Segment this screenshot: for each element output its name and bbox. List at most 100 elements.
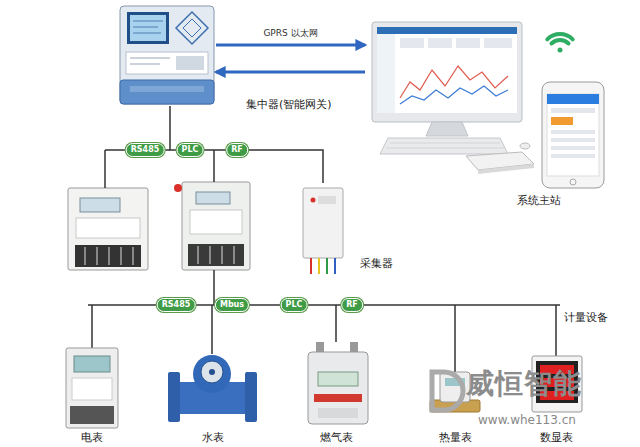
- concentrator-device: [120, 80, 214, 104]
- collector-module: [311, 198, 316, 203]
- collector-module: [318, 196, 336, 204]
- watermark-logo: [432, 372, 463, 410]
- collector-module: [334, 258, 336, 274]
- meter-node: 电表: [62, 345, 122, 431]
- bus-type-badge: RF: [341, 298, 363, 312]
- bus-wire: [335, 305, 337, 342]
- gas-meter: [318, 408, 358, 418]
- bus-wire: [104, 150, 106, 188]
- electric-meter: [74, 356, 110, 372]
- water-meter: [201, 361, 223, 383]
- concentrator-device: [130, 64, 160, 65]
- concentrator-device: [130, 86, 204, 92]
- phone-illustration: [551, 154, 595, 158]
- computer-illustration: [428, 38, 452, 48]
- collector-meter: [75, 245, 141, 267]
- collector-meter: [133, 247, 134, 265]
- phone-illustration: [547, 94, 599, 176]
- electric-meter: [66, 348, 118, 428]
- bus-type-badge: RS485: [126, 143, 165, 157]
- collector-meter: [196, 192, 230, 204]
- computer-illustration: [456, 38, 480, 48]
- computer-illustration: [372, 22, 522, 122]
- computer-illustration: [390, 143, 500, 144]
- collector-meter: [222, 246, 223, 264]
- water-meter: [168, 355, 257, 422]
- computer-illustration: [400, 86, 508, 104]
- group-label: 计量设备: [564, 311, 608, 324]
- collector-meter: [80, 198, 120, 212]
- bus-wire: [211, 305, 213, 354]
- gas-meter: [314, 394, 362, 402]
- watermark: 威恒智能: [466, 368, 582, 400]
- collector-module: [303, 188, 343, 274]
- concentrator-device: [133, 33, 161, 34]
- concentrator-device: [133, 21, 163, 22]
- collector-meter: [210, 246, 211, 264]
- collector-meter: [109, 247, 110, 265]
- watermark-url: www.whe113.cn: [478, 413, 576, 427]
- concentrator-device: [120, 6, 214, 104]
- collector-module: [303, 188, 343, 258]
- concentrator-device: [130, 15, 166, 41]
- computer-illustration: [426, 122, 468, 136]
- bus-type-badge: PLC: [281, 298, 308, 312]
- concentrator-device: [126, 52, 208, 74]
- connector-label: RF: [226, 143, 248, 157]
- wifi-icon: [558, 48, 563, 53]
- concentrator-device: [130, 58, 170, 59]
- wifi-icon: [552, 40, 569, 44]
- concentrator-node: 集中器(智能网关): [118, 4, 216, 106]
- computer-illustration: [377, 27, 517, 113]
- water-meter: [168, 372, 180, 422]
- phone-illustration: [551, 138, 595, 142]
- device-caption: 热量表: [439, 431, 472, 444]
- gas-meter: [308, 352, 368, 424]
- bus-wire: [555, 305, 557, 356]
- phone-illustration: [551, 130, 595, 134]
- device-caption: 电表: [81, 431, 103, 444]
- bus-wire: [213, 270, 215, 305]
- concentrator-device: [183, 19, 201, 37]
- collector-meter: [182, 182, 250, 270]
- device-caption: 采集器: [360, 257, 393, 270]
- water-meter: [193, 355, 231, 393]
- meter-node: 水表: [165, 352, 260, 431]
- device-caption: 燃气表: [320, 431, 353, 444]
- collector-meter: [68, 188, 148, 270]
- electric-meter: [70, 406, 114, 424]
- wifi-icon: [547, 34, 572, 52]
- phone-illustration: [542, 82, 604, 188]
- collector-meter: [68, 188, 148, 270]
- computer-illustration: [520, 143, 530, 149]
- computer-illustration: [478, 164, 534, 174]
- device-caption: 集中器(智能网关): [246, 98, 332, 111]
- collector-meter: [85, 247, 86, 265]
- collector-meter: [190, 210, 242, 234]
- gas-meter: [318, 372, 358, 386]
- collector-meter: [174, 182, 250, 270]
- collector-meter: [198, 246, 199, 264]
- phone-illustration: [547, 94, 599, 104]
- water-meter: [245, 372, 257, 422]
- phone-illustration: [551, 117, 573, 125]
- collector-meter: [76, 218, 140, 238]
- bus-type-badge: Mbus: [215, 298, 249, 312]
- collector-node: 采集器: [300, 183, 346, 277]
- bus-type-badge: RS485: [157, 298, 196, 312]
- network-arrow: [216, 44, 365, 47]
- computer-illustration: [377, 27, 517, 34]
- electric-meter: [66, 348, 118, 428]
- collector-meter: [188, 244, 244, 266]
- computer-illustration: [400, 38, 424, 48]
- bus-type-badge: PLC: [177, 143, 204, 157]
- bus-wire: [88, 150, 560, 372]
- bus-wire: [213, 150, 215, 182]
- concentrator-device: [176, 56, 204, 70]
- phone-illustration: [570, 179, 576, 185]
- collector-meter: [174, 184, 182, 192]
- collector-meter: [234, 246, 235, 264]
- collector-module: [318, 258, 320, 274]
- connector-label: GPRS 以太网: [261, 28, 319, 39]
